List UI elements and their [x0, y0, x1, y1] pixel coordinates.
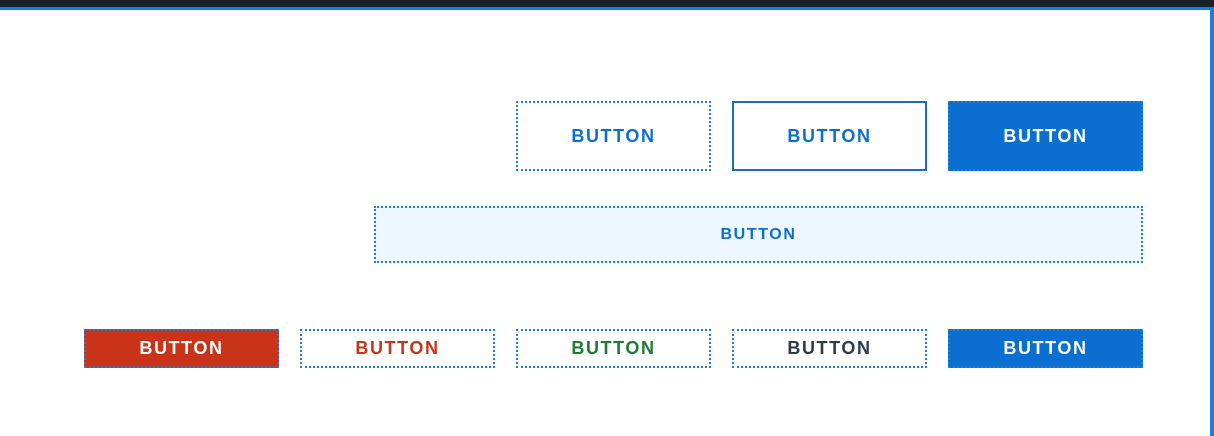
right-accent-border — [1210, 7, 1214, 436]
text-button[interactable]: BUTTON — [516, 101, 711, 171]
brand-button[interactable]: BUTTON — [948, 329, 1143, 368]
success-text-button[interactable]: BUTTON — [516, 329, 711, 368]
destructive-button[interactable]: BUTTON — [84, 329, 279, 368]
top-frame-bar — [0, 0, 1214, 7]
destructive-text-button[interactable]: BUTTON — [300, 329, 495, 368]
primary-button[interactable]: BUTTON — [948, 101, 1143, 171]
neutral-text-button[interactable]: BUTTON — [732, 329, 927, 368]
outline-button[interactable]: BUTTON — [732, 101, 927, 171]
top-accent-bar — [0, 7, 1214, 10]
full-width-button[interactable]: BUTTON — [374, 206, 1143, 263]
